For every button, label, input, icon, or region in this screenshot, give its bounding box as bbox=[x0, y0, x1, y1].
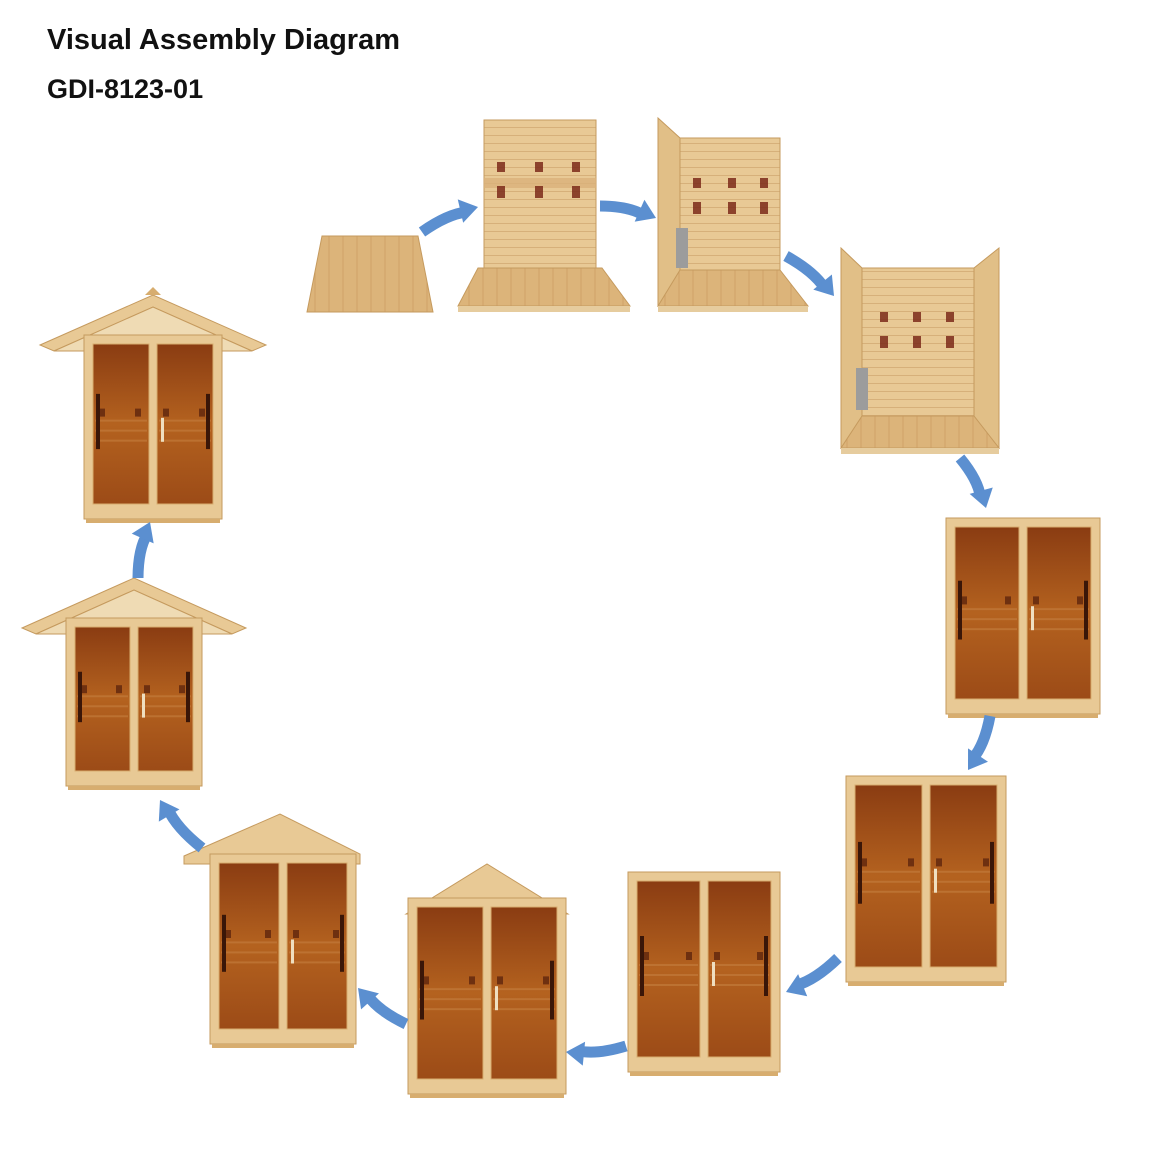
step-2-back-wall bbox=[457, 119, 631, 312]
curved-arrow-icon bbox=[418, 199, 478, 237]
curved-arrow-icon bbox=[158, 800, 206, 853]
diagram-title: Visual Assembly Diagram bbox=[47, 24, 400, 56]
step-1-floor bbox=[306, 235, 434, 313]
step-5-front-glass bbox=[945, 517, 1101, 718]
model-number: GDI-8123-01 bbox=[47, 74, 204, 104]
step-6-front-glass-roofline bbox=[845, 775, 1007, 986]
step-7-roof-base bbox=[627, 871, 781, 1076]
curved-arrow-icon bbox=[566, 1040, 628, 1066]
curved-arrow-icon bbox=[783, 251, 834, 296]
curved-arrow-icon bbox=[131, 522, 154, 579]
step-9-roof-slanted bbox=[183, 813, 361, 1048]
curved-arrow-icon bbox=[358, 988, 409, 1029]
curved-arrow-icon bbox=[968, 714, 996, 770]
step-11-roof-complete bbox=[38, 287, 268, 523]
step-8-roof-gable bbox=[404, 863, 570, 1098]
curved-arrow-icon bbox=[786, 954, 842, 997]
curved-arrow-icon bbox=[955, 454, 993, 508]
step-4-both-walls bbox=[840, 246, 1001, 454]
step-3-side-wall bbox=[657, 116, 810, 312]
curved-arrow-icon bbox=[599, 199, 656, 222]
step-10-roof-shingles bbox=[20, 577, 248, 790]
